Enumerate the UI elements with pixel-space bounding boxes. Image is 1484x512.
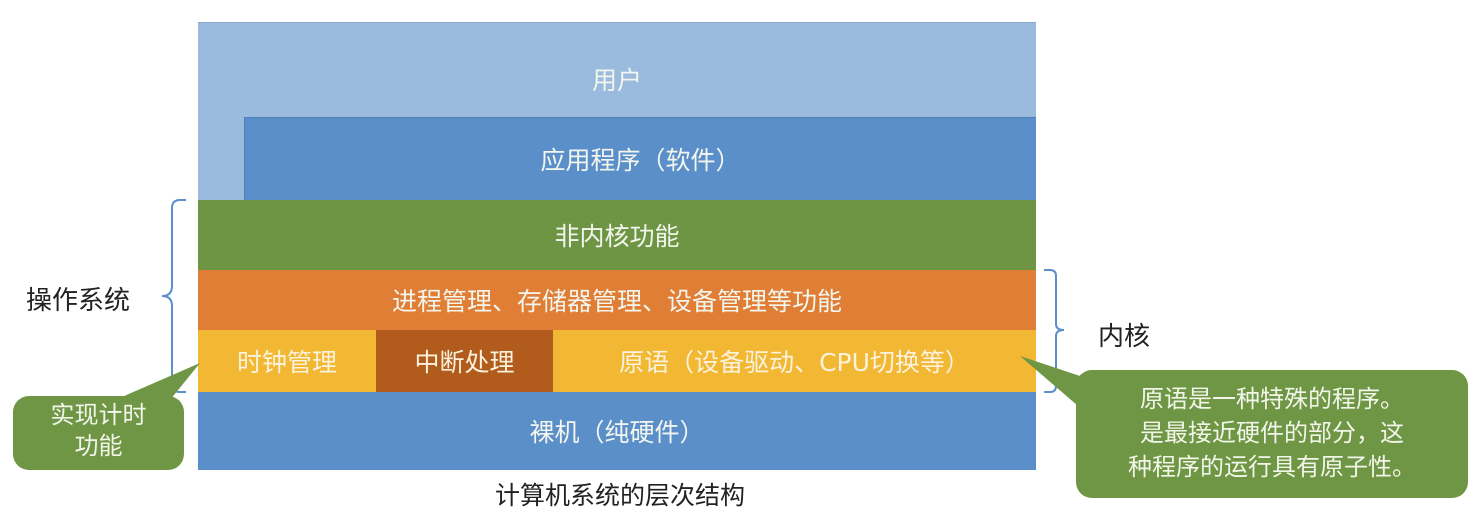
clock-callout-line-2: 功能 <box>74 432 123 460</box>
cell-primitive: 原语（设备驱动、CPU切换等） <box>553 330 1036 392</box>
clock-callout: 实现计时 功能 <box>13 396 184 470</box>
cell-clock-management-label: 时钟管理 <box>236 348 337 377</box>
os-label: 操作系统 <box>26 286 131 316</box>
layer-kernel-core-row: 时钟管理 中断处理 原语（设备驱动、CPU切换等） <box>198 330 1036 392</box>
layer-bare-machine: 裸机（纯硬件） <box>198 392 1036 470</box>
layer-bare-machine-label: 裸机（纯硬件） <box>529 418 705 447</box>
cell-primitive-label: 原语（设备驱动、CPU切换等） <box>619 348 970 377</box>
layer-kernel-management: 进程管理、存储器管理、设备管理等功能 <box>198 270 1036 330</box>
layer-user-label: 用户 <box>591 66 642 95</box>
diagram-caption: 计算机系统的层次结构 <box>494 481 745 510</box>
layer-non-kernel-label: 非内核功能 <box>554 222 680 251</box>
layer-application-label: 应用程序（软件） <box>540 146 741 175</box>
kernel-bracket-icon <box>1044 269 1065 393</box>
cell-clock-management: 时钟管理 <box>198 330 376 392</box>
primitive-callout-line-1: 原语是一种特殊的程序。 <box>1140 385 1404 413</box>
primitive-callout-line-2: 是最接近硬件的部分，这 <box>1140 419 1404 447</box>
primitive-callout: 原语是一种特殊的程序。 是最接近硬件的部分，这 种程序的运行具有原子性。 <box>1076 370 1468 498</box>
primitive-callout-line-3: 种程序的运行具有原子性。 <box>1128 453 1416 481</box>
clock-callout-line-1: 实现计时 <box>50 401 147 429</box>
layer-kernel-management-label: 进程管理、存储器管理、设备管理等功能 <box>391 287 842 316</box>
clock-callout-pointer-icon <box>115 363 200 400</box>
kernel-label: 内核 <box>1098 322 1151 352</box>
cell-interrupt-handling-label: 中断处理 <box>414 348 515 377</box>
layer-application: 应用程序（软件） <box>244 117 1036 200</box>
cell-interrupt-handling: 中断处理 <box>376 330 553 392</box>
layer-non-kernel: 非内核功能 <box>198 200 1036 270</box>
